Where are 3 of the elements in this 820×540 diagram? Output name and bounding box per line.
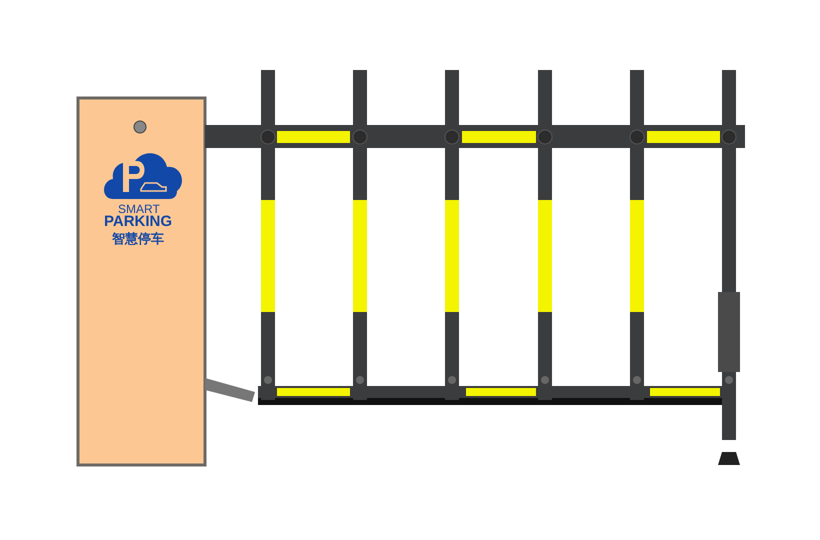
heading-text: PARKING <box>104 214 172 229</box>
caption-text: 智慧停车 <box>112 232 164 245</box>
caption-text: SMART <box>118 203 160 215</box>
